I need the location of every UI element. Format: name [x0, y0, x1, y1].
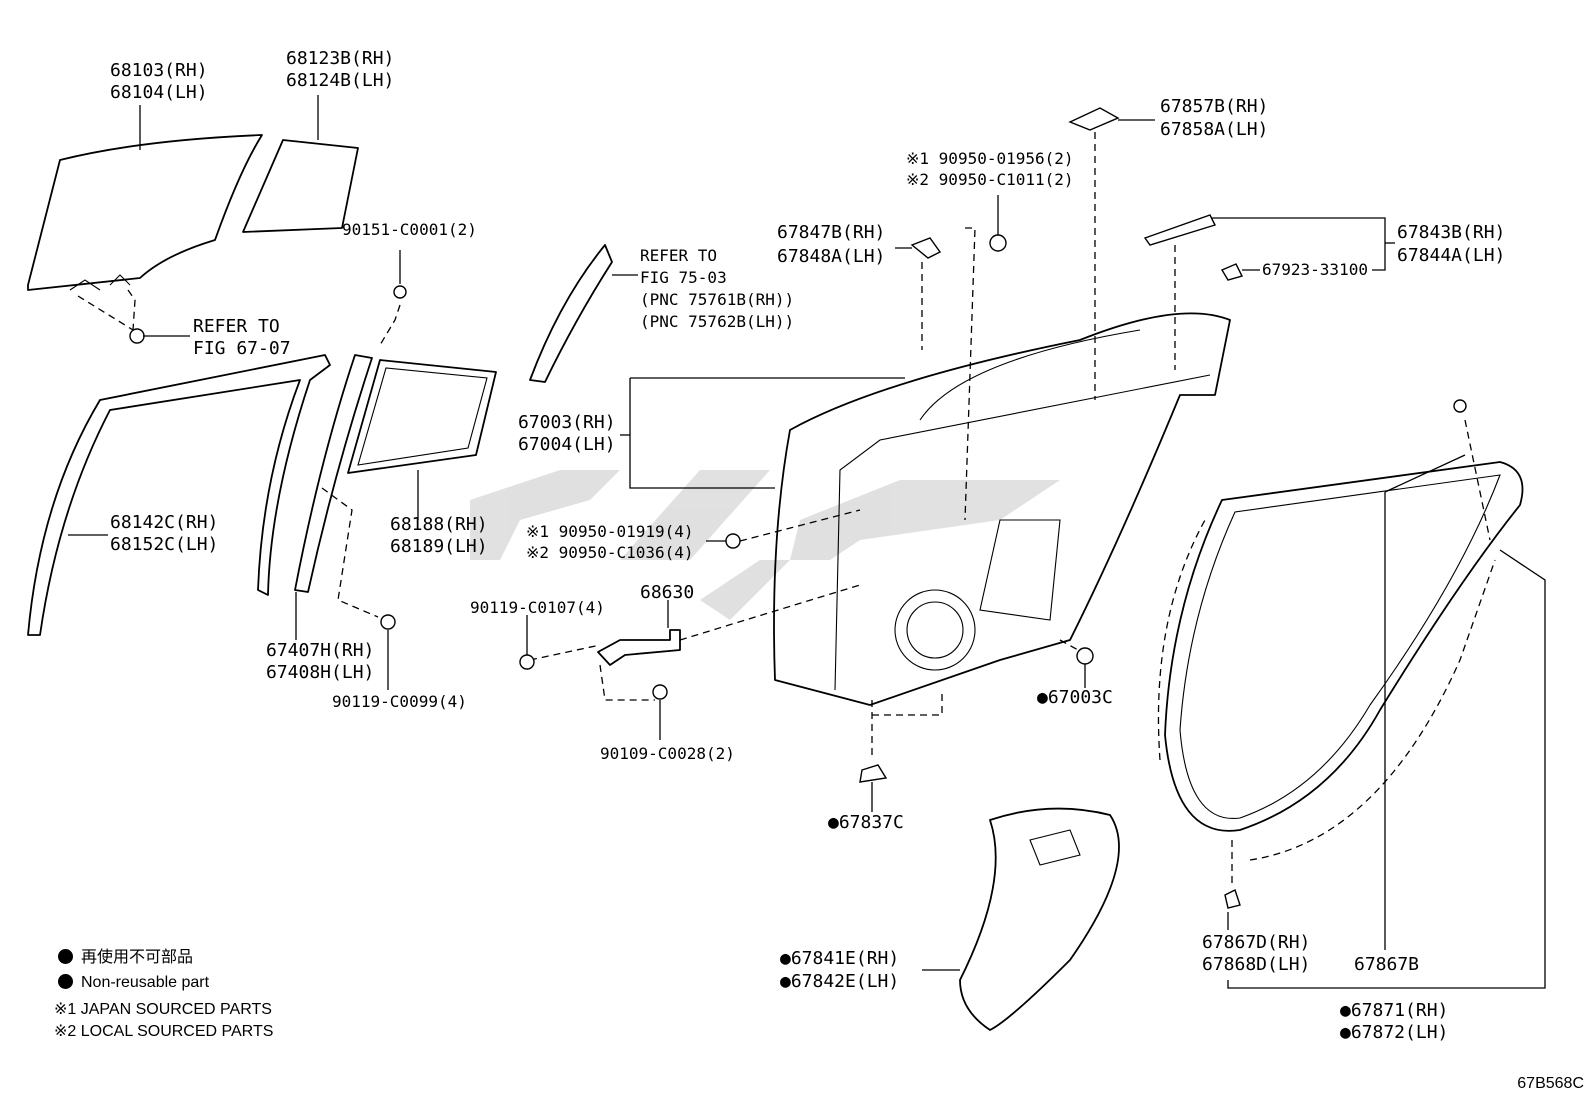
part-number-67842e: ●67842E(LH) [780, 971, 900, 992]
refer-pnc-75762b: (PNC 75762B(LH)) [640, 312, 795, 331]
legend-nonreusable-en: Non-reusable part [58, 972, 209, 994]
part-number-90109: 90109-C0028(2) [600, 744, 735, 763]
part-number-90950-c1036: ※2 90950-C1036(4) [526, 543, 694, 562]
part-number-68104: 68104(LH) [110, 82, 208, 103]
part-number-67872: ●67872(LH) [1340, 1022, 1449, 1043]
part-number-68630: 68630 [640, 582, 695, 603]
part-number-90151: 90151-C0001(2) [342, 220, 477, 239]
part-number-68152c: 68152C(LH) [110, 534, 219, 555]
part-number-67408h: 67408H(LH) [266, 662, 375, 683]
service-hole-cover [922, 807, 1120, 1031]
part-number-67844a: 67844A(LH) [1397, 245, 1506, 266]
part-number-90119-c0099: 90119-C0099(4) [332, 692, 467, 711]
part-number-67848a: 67848A(LH) [777, 246, 886, 267]
part-number-90950-01956: ※1 90950-01956(2) [906, 149, 1074, 168]
part-number-67841e: ●67841E(RH) [780, 948, 900, 969]
part-number-68188: 68188(RH) [390, 514, 488, 535]
division-channel [294, 354, 396, 690]
door-weatherstrip [1157, 399, 1546, 989]
refer-pnc-75761b: (PNC 75761B(RH)) [640, 290, 795, 309]
door-check [519, 584, 861, 740]
part-number-90119-c0107: 90119-C0107(4) [470, 598, 605, 617]
retainer-67857b [1068, 107, 1155, 400]
part-number-67858a: 67858A(LH) [1160, 119, 1269, 140]
part-number-67923-33100: 67923-33100 [1262, 260, 1368, 279]
part-number-68124b: 68124B(LH) [286, 70, 395, 91]
molding-clip-67847b [895, 237, 942, 350]
part-number-67867d: 67867D(RH) [1202, 932, 1311, 953]
part-number-67407h: 67407H(RH) [266, 640, 375, 661]
part-number-67004: 67004(LH) [518, 434, 616, 455]
glass-run [27, 354, 331, 636]
bullet-icon [58, 949, 73, 964]
refer-fig-67-label: REFER TO [193, 316, 280, 337]
pillar-garnish [529, 244, 638, 383]
belt-molding-67843b [1143, 214, 1395, 370]
refer-fig-75-number: FIG 75-03 [640, 268, 727, 287]
hole-plug-67003c [1059, 639, 1094, 688]
legend-local-sourced: ※2 LOCAL SOURCED PARTS [54, 1023, 274, 1040]
legend-japan-sourced: ※1 JAPAN SOURCED PARTS [54, 1001, 272, 1018]
part-number-67837c: ●67837C [828, 812, 904, 833]
part-number-67843b: 67843B(RH) [1397, 222, 1506, 243]
part-number-67857b: 67857B(RH) [1160, 96, 1269, 117]
front-glass [27, 105, 263, 344]
clip-90950-01919 [706, 509, 861, 549]
illustration-code: 67B568C [1517, 1075, 1584, 1092]
part-number-68189: 68189(LH) [390, 536, 488, 557]
part-number-67003: 67003(RH) [518, 412, 616, 433]
refer-fig-67-number: FIG 67-07 [193, 338, 291, 359]
quarter-glass [242, 95, 359, 233]
part-number-67847b: 67847B(RH) [777, 222, 886, 243]
watermark-logo [470, 470, 1060, 620]
part-number-68142c: 68142C(RH) [110, 512, 219, 533]
part-number-67868d: 67868D(LH) [1202, 954, 1311, 975]
bullet-icon [58, 974, 73, 989]
part-number-68123b: 68123B(RH) [286, 48, 395, 69]
quarter-frame [347, 250, 497, 520]
part-number-67867b: 67867B [1354, 954, 1420, 975]
refer-fig-75-label: REFER TO [640, 246, 718, 265]
legend-nonreusable-jp: 再使用不可部品 [58, 947, 193, 969]
rear-door-panel [620, 312, 1231, 706]
part-number-90950-01919: ※1 90950-01919(4) [526, 522, 694, 541]
clip-90950-01956 [964, 195, 1007, 521]
part-number-68103: 68103(RH) [110, 60, 208, 81]
part-number-90950-c1011: ※2 90950-C1011(2) [906, 170, 1074, 189]
legend-text-en: Non-reusable part [81, 974, 210, 991]
part-number-67003c: ●67003C [1037, 687, 1113, 708]
hole-plug-67837c [859, 690, 943, 812]
part-number-67871: ●67871(RH) [1340, 1000, 1449, 1021]
legend-text-jp: 再使用不可部品 [81, 949, 194, 966]
